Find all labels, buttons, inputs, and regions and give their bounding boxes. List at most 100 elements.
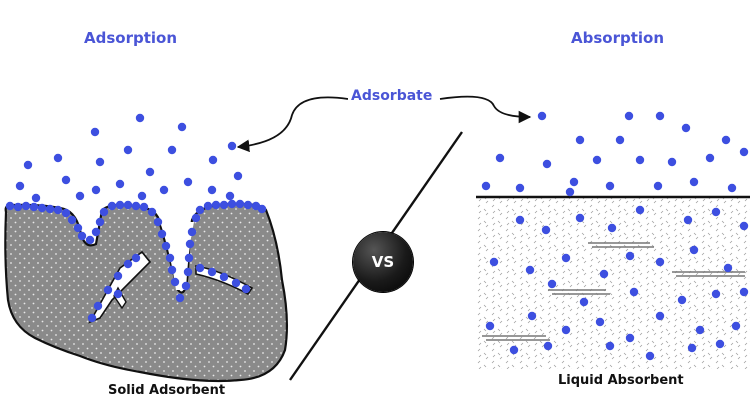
molecule-dot: [575, 213, 585, 223]
molecule-dot: [157, 229, 167, 239]
molecule-dot: [705, 153, 715, 163]
molecule-dot: [689, 177, 699, 187]
molecule-dot: [21, 201, 31, 211]
molecule-dot: [185, 239, 195, 249]
molecule-dot: [67, 215, 77, 225]
molecule-dot: [61, 208, 71, 218]
molecule-dot: [207, 185, 217, 195]
molecule-dot: [208, 155, 218, 165]
molecule-dot: [711, 289, 721, 299]
molecule-dot: [605, 181, 615, 191]
molecule-dot: [91, 227, 101, 237]
liquid-streaks: [482, 242, 745, 341]
solid-adsorbent-body: [4, 202, 288, 383]
molecule-dot: [75, 191, 85, 201]
molecule-dot: [683, 215, 693, 225]
molecule-dot: [695, 325, 705, 335]
molecule-dot: [167, 265, 177, 275]
molecule-dot: [195, 263, 205, 273]
molecule-dot: [95, 217, 105, 227]
molecule-dot: [715, 339, 725, 349]
molecule-dot: [167, 145, 177, 155]
molecule-dot: [655, 111, 665, 121]
molecule-dot: [687, 343, 697, 353]
molecule-dot: [592, 155, 602, 165]
molecule-dot: [139, 202, 149, 212]
molecule-dot: [225, 191, 235, 201]
molecule-dot: [547, 279, 557, 289]
molecule-dot: [175, 293, 185, 303]
molecule-dot: [629, 287, 639, 297]
molecule-dot: [103, 285, 113, 295]
molecule-dot: [123, 200, 133, 210]
molecule-dot: [595, 317, 605, 327]
molecule-dot: [195, 205, 205, 215]
molecule-dot: [615, 135, 625, 145]
molecule-dot: [93, 301, 103, 311]
molecule-dot: [183, 177, 193, 187]
molecule-dot: [667, 157, 677, 167]
molecule-dot: [653, 181, 663, 191]
molecule-dot: [181, 281, 191, 291]
molecule-dot: [147, 207, 157, 217]
molecule-dot: [207, 267, 217, 277]
molecule-dot: [85, 235, 95, 245]
molecule-dot: [137, 191, 147, 201]
molecule-dot: [29, 202, 39, 212]
molecule-dot: [689, 245, 699, 255]
molecule-dot: [655, 257, 665, 267]
molecule-dot: [61, 175, 71, 185]
molecule-dot: [485, 321, 495, 331]
molecules: [5, 111, 749, 361]
molecule-dot: [727, 183, 737, 193]
molecule-dot: [115, 179, 125, 189]
molecule-dot: [113, 271, 123, 281]
molecule-dot: [575, 135, 585, 145]
molecule-dot: [541, 225, 551, 235]
molecule-dot: [235, 199, 245, 209]
molecule-dot: [187, 227, 197, 237]
liquid-absorbent-caption: Liquid Absorbent: [558, 373, 684, 388]
molecule-dot: [233, 171, 243, 181]
molecule-dot: [243, 200, 253, 210]
molecule-dot: [45, 204, 55, 214]
molecule-dot: [515, 215, 525, 225]
molecule-dot: [77, 231, 87, 241]
molecule-dot: [53, 205, 63, 215]
absorption-title: Absorption: [571, 29, 665, 47]
molecule-dot: [481, 181, 491, 191]
molecule-dot: [107, 201, 117, 211]
molecule-dot: [515, 183, 525, 193]
molecule-dot: [13, 202, 23, 212]
arrow-to-adsorption: [236, 96, 349, 153]
molecule-dot: [203, 201, 213, 211]
solid-adsorbent-caption: Solid Adsorbent: [108, 383, 226, 398]
molecule-dot: [625, 333, 635, 343]
molecule-dot: [624, 111, 634, 121]
molecule-dot: [135, 113, 145, 123]
molecule-dot: [191, 213, 201, 223]
molecule-dot: [131, 201, 141, 211]
molecule-dot: [161, 241, 171, 251]
arrow-to-absorption: [439, 95, 532, 124]
molecule-dot: [495, 153, 505, 163]
molecule-dot: [90, 127, 100, 137]
molecule-dot: [721, 135, 731, 145]
molecule-dot: [159, 185, 169, 195]
molecule-dot: [509, 345, 519, 355]
molecule-dot: [53, 153, 63, 163]
molecule-dot: [145, 167, 155, 177]
molecule-dot: [655, 311, 665, 321]
molecule-dot: [579, 297, 589, 307]
molecule-dot: [91, 185, 101, 195]
molecule-dot: [257, 204, 267, 214]
molecule-dot: [153, 217, 163, 227]
molecule-dot: [227, 141, 237, 151]
molecule-dot: [537, 111, 547, 121]
molecule-dot: [231, 278, 241, 288]
molecule-dot: [211, 200, 221, 210]
molecule-dot: [525, 265, 535, 275]
molecule-dot: [15, 181, 25, 191]
molecule-dot: [561, 325, 571, 335]
